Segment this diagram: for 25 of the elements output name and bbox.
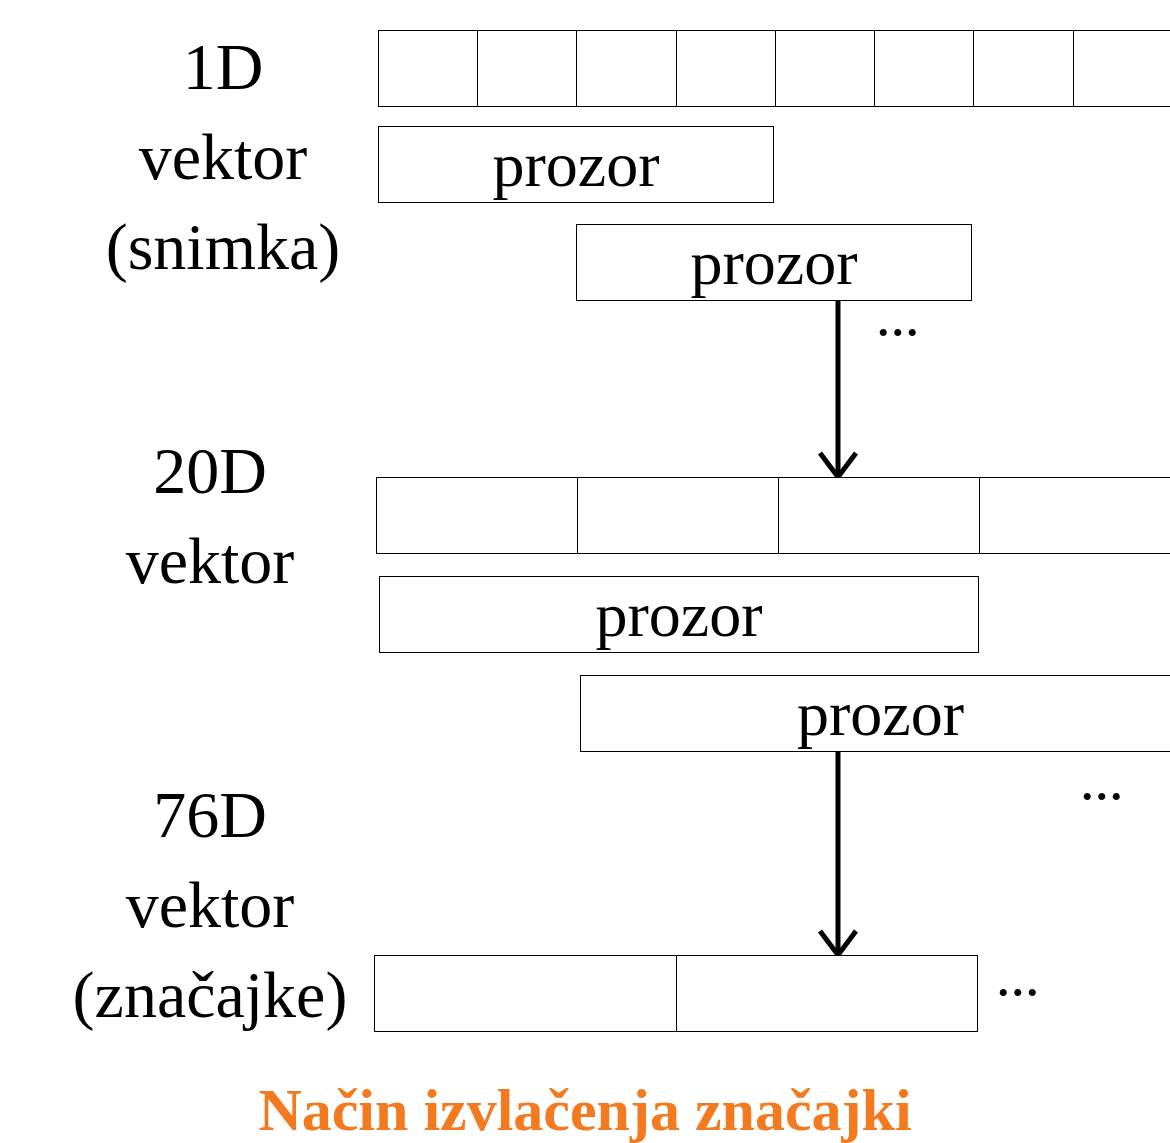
window-box: prozor: [378, 126, 774, 203]
ellipsis-dots: •••: [998, 976, 1042, 1009]
vector-cell: [1073, 30, 1170, 107]
vector-cell: [576, 30, 677, 107]
vector-cell: [775, 30, 875, 107]
window-box: prozor: [379, 576, 979, 653]
window-box: prozor: [576, 224, 972, 301]
vector-cell: [979, 477, 1170, 554]
ellipsis-dots: •••: [1082, 780, 1126, 813]
diagram-title: Način izvlačenja značajki: [258, 1077, 912, 1143]
vector-cell: [378, 30, 478, 107]
vector-cell: [376, 477, 578, 554]
row-label: 20D vektor: [125, 433, 295, 599]
vector-cell: [577, 477, 779, 554]
vector-cell: [973, 30, 1074, 107]
vector-cell: [477, 30, 577, 107]
vector-cell: [874, 30, 974, 107]
ellipsis-dots: •••: [878, 316, 922, 349]
row-label: 76D vektor (značajke): [72, 777, 348, 1033]
vector-cell: [374, 955, 677, 1032]
vector-cell: [676, 30, 776, 107]
vector-cell: [778, 477, 980, 554]
vector-cell: [676, 955, 978, 1032]
row-label: 1D vektor (snimka): [105, 29, 341, 285]
window-box: prozor: [580, 675, 1170, 752]
